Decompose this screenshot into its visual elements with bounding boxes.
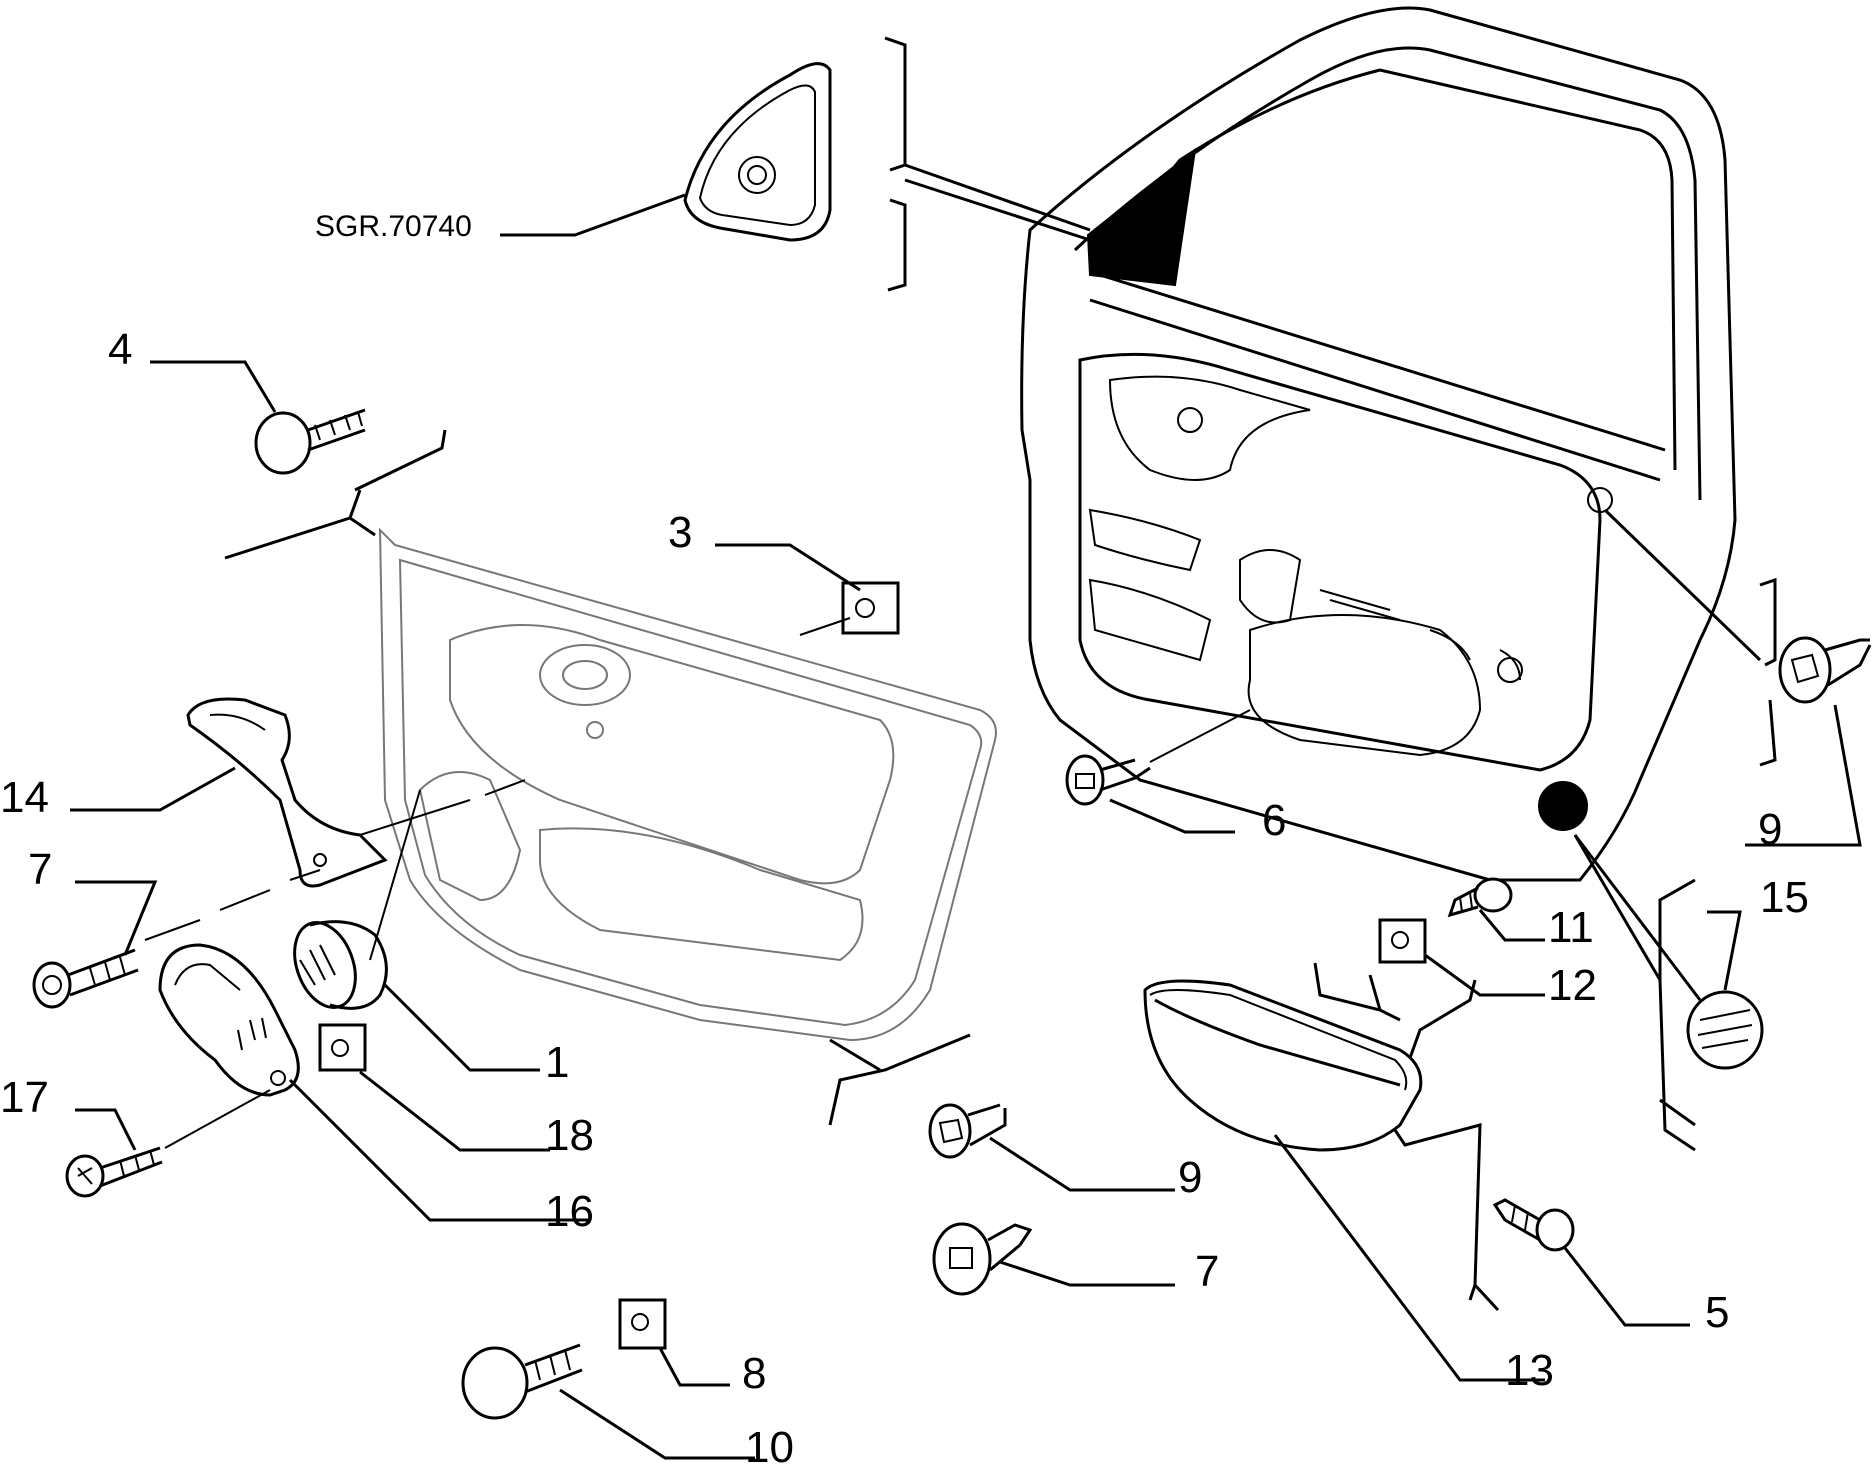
- callout-9-right: 9: [1758, 805, 1782, 854]
- callout-17: 17: [0, 1073, 49, 1122]
- callout-10: 10: [745, 1423, 794, 1464]
- clip-nut-18: [318, 1023, 550, 1152]
- callout-16: 16: [545, 1187, 594, 1236]
- screw-6: [1065, 709, 1251, 834]
- callout-7-mid: 7: [1195, 1247, 1219, 1296]
- callout-4: 4: [108, 325, 132, 374]
- clip-nut-12: [1378, 918, 1545, 997]
- callout-12: 12: [1548, 961, 1597, 1010]
- callout-9-mid: 9: [1178, 1153, 1202, 1202]
- drain-plug-hole: [1538, 781, 1588, 831]
- callout-11: 11: [1548, 903, 1594, 952]
- callout-7-left: 7: [28, 845, 52, 894]
- clip-nut-3: [715, 543, 900, 636]
- screw-9-right: [1603, 508, 1872, 847]
- speaker-1: [293, 789, 540, 1072]
- callout-15: 15: [1760, 873, 1809, 922]
- handle-bracket-14: [70, 697, 526, 888]
- callout-5: 5: [1705, 1288, 1729, 1337]
- callout-6: 6: [1262, 796, 1286, 845]
- speaker-grille-16: [158, 943, 590, 1222]
- bolt-7-mid: [932, 1222, 1175, 1296]
- push-clip-4: [150, 360, 366, 475]
- push-clip-10: [461, 1343, 755, 1460]
- door-pocket-13: [1143, 979, 1545, 1382]
- clip-nut-8: [618, 1298, 730, 1387]
- round-cap-15: [1573, 834, 1764, 1152]
- screw-9-mid: [928, 1103, 1175, 1192]
- door-frame: [1020, 6, 1737, 882]
- mirror-cover-part: [500, 62, 832, 242]
- callout-13: 13: [1505, 1346, 1554, 1395]
- callout-8: 8: [742, 1349, 766, 1398]
- screw-11: [1447, 877, 1545, 942]
- door-trim-panel: [378, 527, 997, 1042]
- screw-17: [65, 1089, 271, 1198]
- bolt-7-left: [32, 869, 321, 1009]
- callout-1: 1: [545, 1038, 569, 1087]
- screw-5: [1492, 1198, 1690, 1327]
- reference-label: SGR.70740: [315, 210, 472, 243]
- callout-14: 14: [0, 773, 49, 822]
- quarter-glass-patch: [1086, 147, 1197, 287]
- callout-3: 3: [668, 508, 692, 557]
- callout-18: 18: [545, 1111, 594, 1160]
